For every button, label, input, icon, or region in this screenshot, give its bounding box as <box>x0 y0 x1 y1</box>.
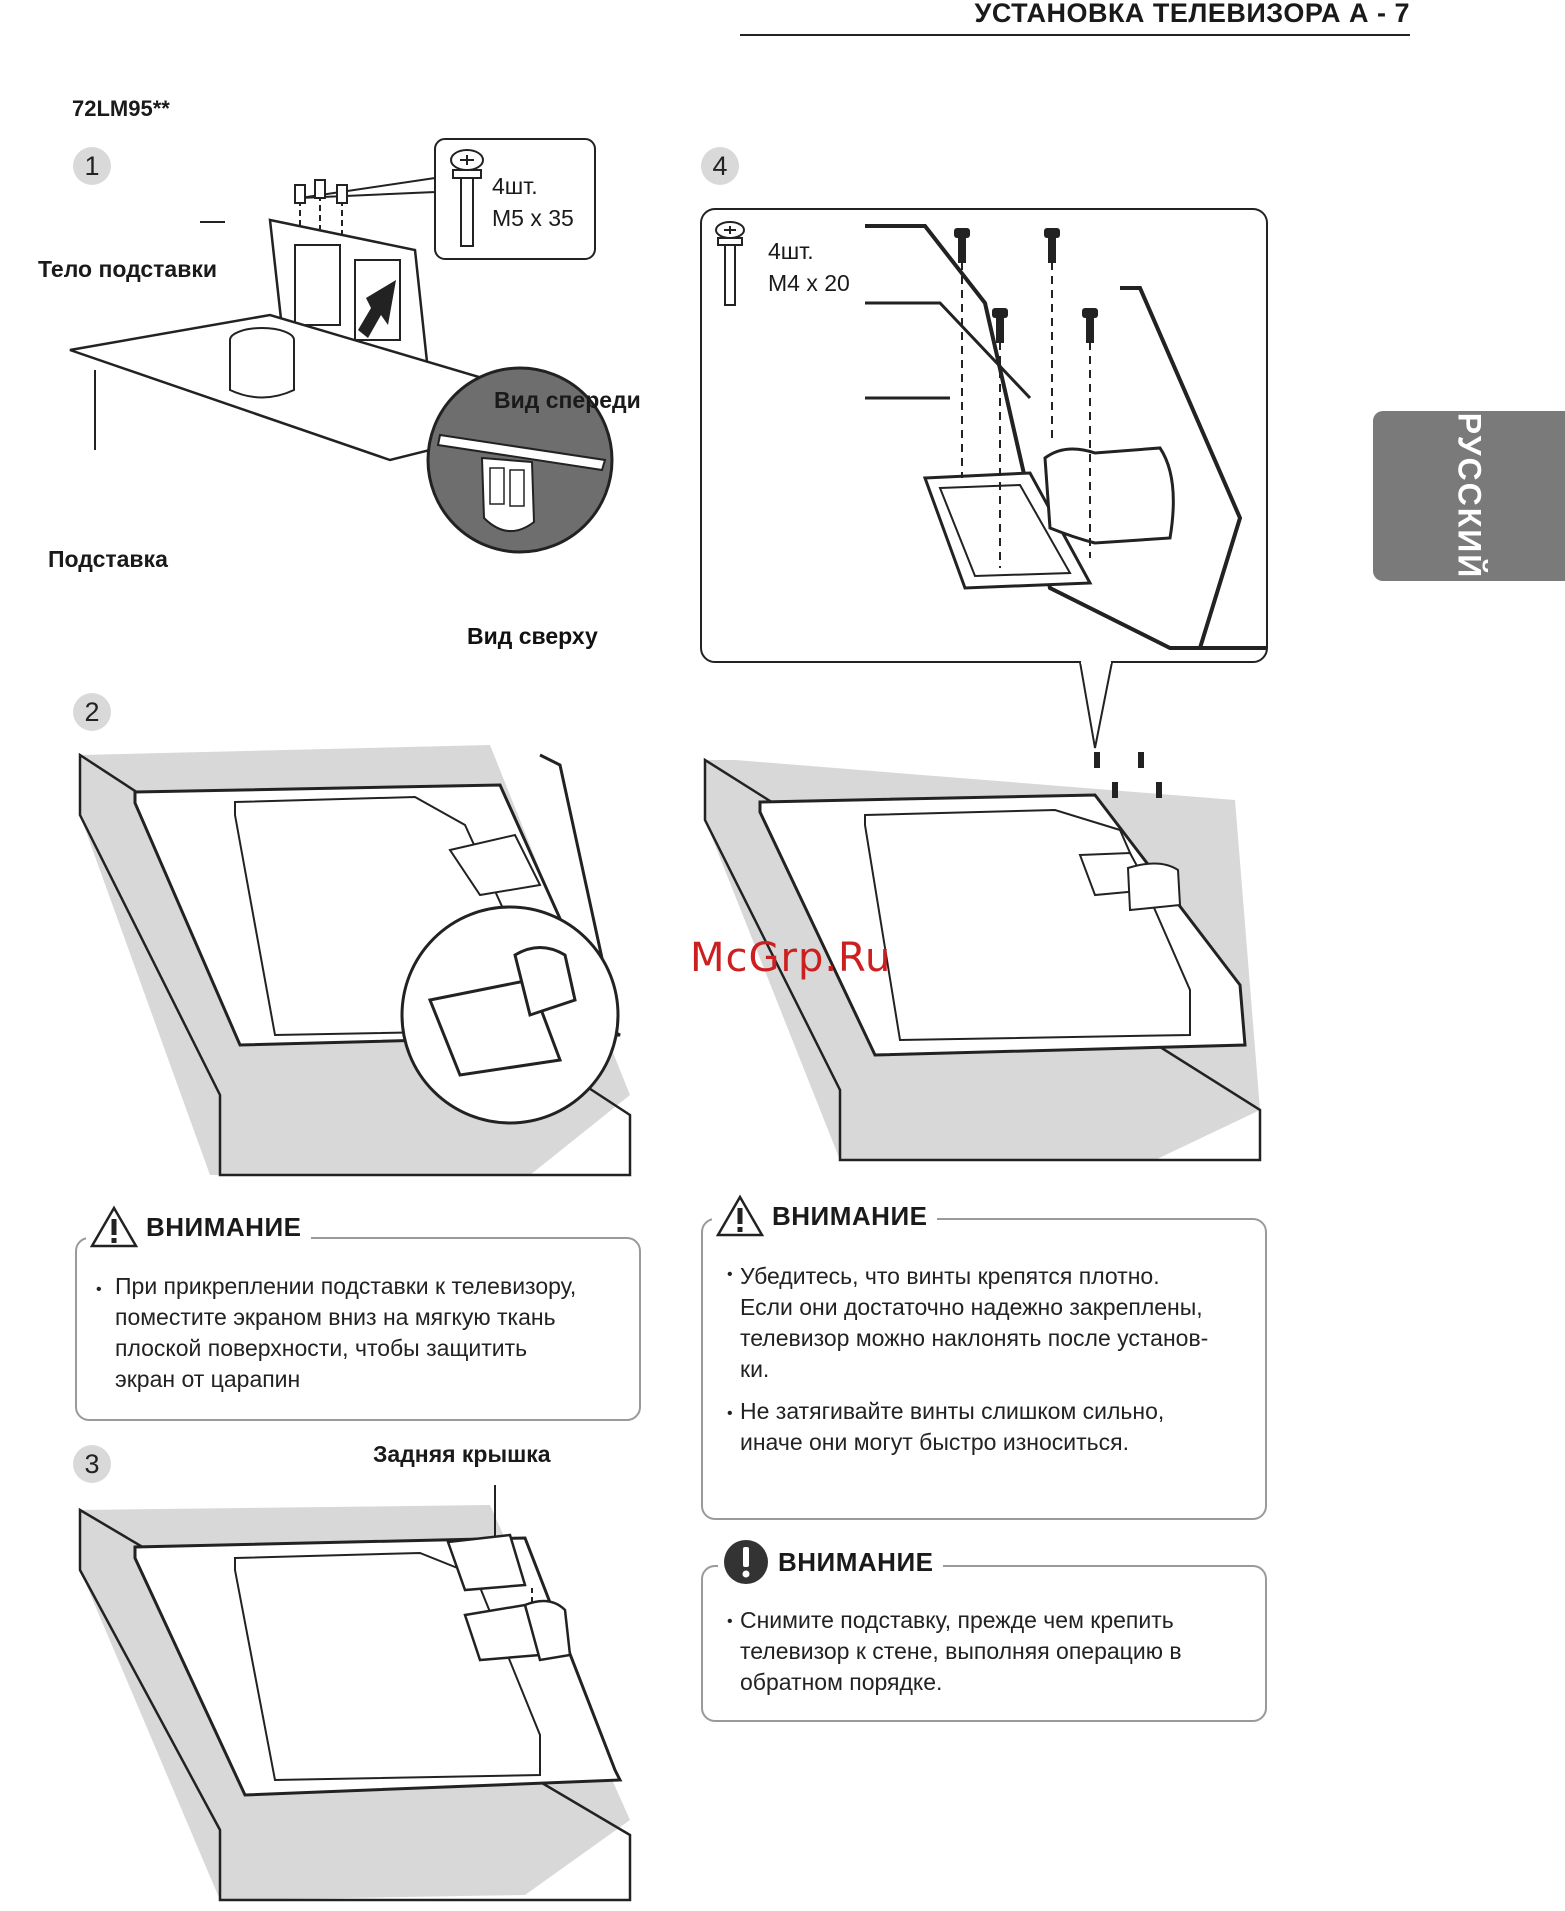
label-stand-base: Подставка <box>48 546 168 572</box>
screw-icon <box>715 221 745 306</box>
screw-icon <box>450 149 484 247</box>
notice-left-item-1: При прикреплении подставки к телевизору,… <box>115 1273 577 1392</box>
notice-title-left: ВНИМАНИЕ <box>146 1211 302 1242</box>
label-stand-body: Тело подставки <box>38 256 218 282</box>
notice-left-bullet: • <box>96 1281 102 1298</box>
notice-right-1-item-2: Не затягивайте винты слишком сильно, ина… <box>740 1398 1165 1455</box>
notice-box-right-2 <box>701 1565 1267 1722</box>
step-4-screw-size: M4 x 20 <box>768 270 850 296</box>
label-back-cover: Задняя крышка <box>373 1441 551 1467</box>
page-header-title: УСТАНОВКА ТЕЛЕВИЗОРА А - 7 <box>974 0 1410 28</box>
warning-triangle-icon <box>715 1194 765 1237</box>
watermark: McGrp.Ru <box>690 935 892 981</box>
step-1-number: 1 <box>73 147 111 185</box>
step-4-screw-spec: 4шт. M4 x 20 <box>768 235 850 299</box>
warning-triangle-icon <box>89 1205 139 1248</box>
step-3-tv-illustration <box>78 1485 632 1902</box>
notice-header-right-1: ВНИМАНИЕ <box>712 1194 938 1238</box>
step-4-number: 4 <box>701 147 739 185</box>
step-4-tv-illustration <box>703 752 1262 1162</box>
step-2-number: 2 <box>73 693 111 731</box>
label-front-view: Вид спереди <box>494 387 641 413</box>
step-2-tv-illustration <box>78 745 632 1177</box>
step-1-screw-quantity: 4шт. <box>492 173 538 199</box>
step-4-screw-quantity: 4шт. <box>768 238 814 264</box>
notice-title-right-2: ВНИМАНИЕ <box>778 1546 934 1577</box>
step-1-screw-spec: 4шт. M5 x 35 <box>492 170 574 234</box>
exclamation-circle-icon <box>724 1540 768 1584</box>
notice-right-2-bullet: • <box>727 1613 733 1630</box>
label-top-view: Вид сверху <box>467 623 598 649</box>
notice-header-left: ВНИМАНИЕ <box>86 1205 312 1249</box>
notice-right-1-bullet-1: • <box>727 1266 733 1283</box>
notice-right-2-item-1: Снимите подставку, прежде чем крепить те… <box>740 1607 1182 1695</box>
step-4-callout-illustration <box>700 208 1268 749</box>
notice-header-right-2: ВНИМАНИЕ <box>718 1538 944 1586</box>
step-1-illustration <box>69 138 614 554</box>
header-rule <box>740 34 1410 36</box>
notice-title-right-1: ВНИМАНИЕ <box>772 1200 928 1231</box>
notice-right-1-bullet-2: • <box>727 1405 733 1422</box>
language-tab: РУССКИЙ <box>1373 411 1565 581</box>
step-3-number: 3 <box>73 1445 111 1483</box>
notice-box-right-1 <box>701 1218 1267 1520</box>
notice-box-left <box>75 1237 641 1421</box>
step-1-screw-size: M5 x 35 <box>492 205 574 231</box>
language-tab-label: РУССКИЙ <box>1451 412 1488 580</box>
notice-right-1-item-1: Убедитесь, что винты крепятся плотно. Ес… <box>740 1263 1209 1382</box>
model-number: 72LM95** <box>72 96 170 121</box>
